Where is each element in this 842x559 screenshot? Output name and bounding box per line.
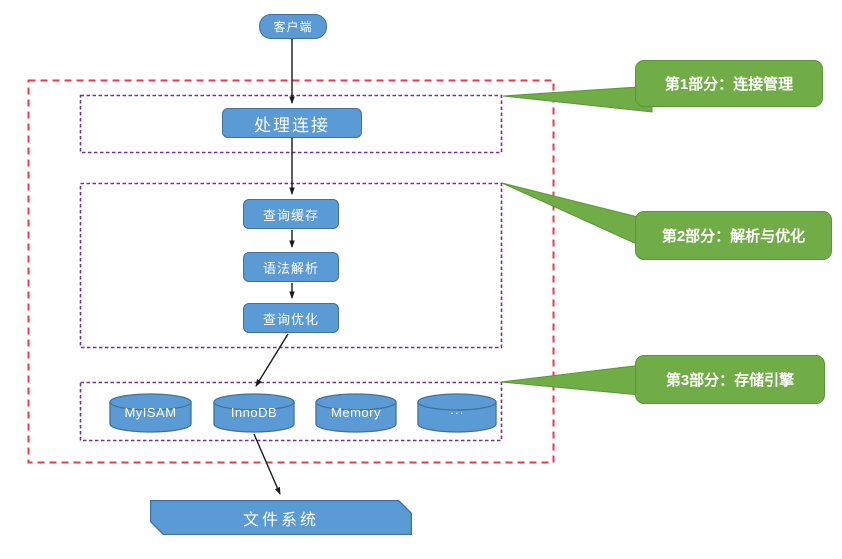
callout-part2-label: 第2部分：解析与优化 [661, 228, 806, 245]
storage-engine-label: InnoDB [230, 405, 278, 420]
callout-part1-label: 第1部分：连接管理 [664, 76, 794, 93]
callout-part2-parsing-optimization: 第2部分：解析与优化 [635, 211, 832, 260]
callout-tail-part1 [502, 85, 653, 113]
callout-part1-connection-management: 第1部分：连接管理 [635, 60, 823, 107]
database-cylinder-icon [315, 393, 397, 433]
callout-tail-part2 [501, 182, 651, 251]
optimizer-label: 查询优化 [262, 311, 319, 327]
file-system-fill [151, 501, 411, 534]
parser-node: 语法解析 [243, 252, 339, 282]
storage-engine-label: MyISAM [124, 405, 177, 420]
file-system-label: 文件系统 [242, 511, 319, 529]
callout-part3-label: 第3部分：存储引擎 [665, 372, 795, 389]
database-cylinder-icon [109, 393, 192, 433]
client-label: 客户端 [273, 20, 313, 34]
client-node: 客户端 [259, 14, 327, 39]
query-cache-node: 查询缓存 [243, 199, 339, 229]
storage-engine-myisam: MyISAM [109, 393, 192, 433]
storage-engine-innodb: InnoDB [213, 393, 295, 433]
parser-label: 语法解析 [262, 260, 319, 276]
file-system-node: 文件系统 [150, 500, 412, 535]
query-cache-label: 查询缓存 [262, 207, 319, 223]
storage-engine-label: ··· [449, 405, 465, 420]
handle-connection-label: 处理连接 [254, 115, 330, 135]
callout-part3-storage-engines: 第3部分：存储引擎 [635, 355, 825, 404]
optimizer-node: 查询优化 [243, 303, 339, 333]
handle-connection-node: 处理连接 [222, 108, 362, 138]
region-outline-part2-parsing [79, 182, 503, 349]
callout-tail-part3 [500, 363, 651, 397]
region-outline-part1-connection [79, 94, 503, 154]
arrow-innodb-to-file-system [253, 433, 281, 495]
database-cylinder-icon [213, 393, 295, 433]
storage-engine-label: Memory [331, 405, 381, 420]
storage-engine-others: ··· [417, 393, 497, 433]
region-outline-part3-engines [79, 381, 503, 442]
region-outline-server [27, 79, 555, 464]
arrow-optimizer-to-innodb [255, 333, 289, 387]
storage-engine-memory: Memory [315, 393, 397, 433]
database-cylinder-icon [417, 393, 497, 433]
